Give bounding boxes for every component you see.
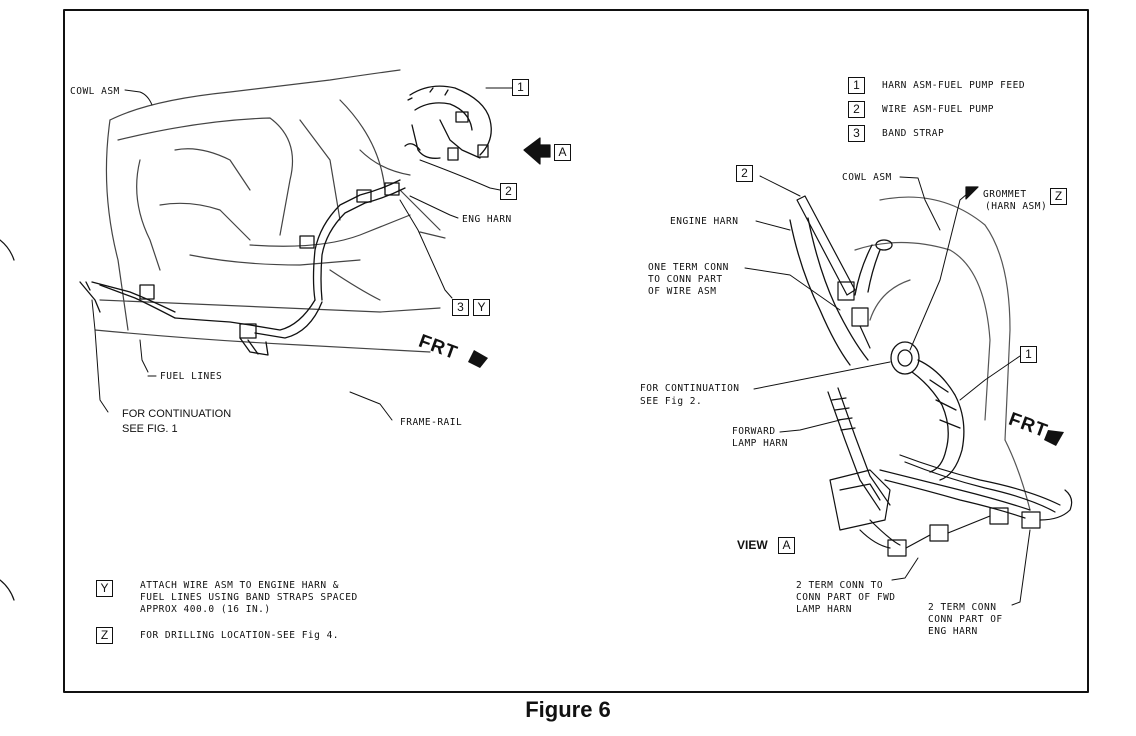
legend-text-2: WIRE ASM-FUEL PUMP bbox=[882, 104, 994, 115]
left-callout-1: 1 bbox=[512, 79, 529, 96]
right-two-term-b-line3: ENG HARN bbox=[928, 626, 978, 637]
right-view-label: VIEW bbox=[737, 538, 768, 552]
right-engine-harn-label: ENGINE HARN bbox=[670, 216, 739, 227]
right-leaders bbox=[744, 175, 1031, 606]
right-lamp-harness bbox=[827, 387, 891, 511]
margin-mark bbox=[0, 239, 15, 261]
right-engine-harness bbox=[789, 217, 893, 366]
right-callout-z: Z bbox=[1050, 188, 1067, 205]
right-two-term-b-line1: 2 TERM CONN bbox=[928, 602, 997, 613]
right-one-term-line2: TO CONN PART bbox=[648, 274, 723, 285]
left-eng-harn-label: ENG HARN bbox=[462, 214, 512, 225]
right-two-term-b-line2: CONN PART OF bbox=[928, 614, 1003, 625]
right-forward-line1: FORWARD bbox=[732, 426, 776, 437]
left-callout-3: 3 bbox=[452, 299, 469, 316]
note-y-line2: FUEL LINES USING BAND STRAPS SPACED bbox=[140, 592, 358, 603]
legend-box-2: 2 bbox=[848, 101, 865, 118]
right-one-term-line1: ONE TERM CONN bbox=[648, 262, 729, 273]
left-frame-rail-label: FRAME-RAIL bbox=[400, 417, 463, 428]
margin-mark bbox=[0, 579, 15, 601]
right-wire-asm bbox=[796, 195, 871, 349]
right-cowl-outline bbox=[854, 196, 1031, 511]
right-two-term-a-line2: CONN PART OF FWD bbox=[796, 592, 896, 603]
frt-arrow-right bbox=[1044, 430, 1064, 446]
left-callout-2: 2 bbox=[500, 183, 517, 200]
right-continuation-line1: FOR CONTINUATION bbox=[640, 383, 740, 394]
legend-text-3: BAND STRAP bbox=[882, 128, 945, 139]
right-grommet bbox=[890, 341, 965, 481]
note-y-line1: ATTACH WIRE ASM TO ENGINE HARN & bbox=[140, 580, 340, 591]
right-forward-line2: LAMP HARN bbox=[732, 438, 788, 449]
right-continuation-line2: SEE Fig 2. bbox=[640, 396, 703, 407]
right-two-term-a-line3: LAMP HARN bbox=[796, 604, 852, 615]
right-two-term-a-line1: 2 TERM CONN TO bbox=[796, 580, 884, 591]
figure-border bbox=[63, 9, 1089, 693]
right-cowl-asm-label: COWL ASM bbox=[842, 172, 892, 183]
left-cowl-asm-label: COWL ASM bbox=[70, 86, 120, 97]
right-grommet-line2: (HARN ASM) bbox=[985, 201, 1048, 212]
view-a-arrow bbox=[523, 137, 551, 165]
note-y-line3: APPROX 400.0 (16 IN.) bbox=[140, 604, 271, 615]
right-one-term-line3: OF WIRE ASM bbox=[648, 286, 717, 297]
left-continuation-line2: SEE FIG. 1 bbox=[122, 423, 178, 435]
note-box-y: Y bbox=[96, 580, 113, 597]
legend-box-1: 1 bbox=[848, 77, 865, 94]
left-continuation-line1: FOR CONTINUATION bbox=[122, 408, 232, 420]
left-fuel-pump-harness bbox=[404, 85, 492, 161]
left-callout-a: A bbox=[554, 144, 571, 161]
note-box-z: Z bbox=[96, 627, 113, 644]
grommet-marker bbox=[965, 186, 979, 200]
left-callout-y: Y bbox=[473, 299, 490, 316]
right-callout-2: 2 bbox=[736, 165, 753, 182]
note-z-line1: FOR DRILLING LOCATION-SEE Fig 4. bbox=[140, 630, 340, 641]
frt-arrow-left bbox=[468, 350, 488, 368]
legend-text-1: HARN ASM-FUEL PUMP FEED bbox=[882, 80, 1026, 91]
left-harness-run bbox=[79, 179, 406, 356]
legend-box-3: 3 bbox=[848, 125, 865, 142]
left-leaders bbox=[91, 87, 513, 421]
right-callout-1: 1 bbox=[1020, 346, 1037, 363]
left-fuel-lines-label: FUEL LINES bbox=[160, 371, 223, 382]
right-lower-harness bbox=[829, 454, 1073, 557]
left-body-outline bbox=[94, 69, 446, 353]
right-grommet-line1: GROMMET bbox=[983, 189, 1027, 200]
figure-caption: Figure 6 bbox=[525, 697, 611, 722]
right-callout-a: A bbox=[778, 537, 795, 554]
